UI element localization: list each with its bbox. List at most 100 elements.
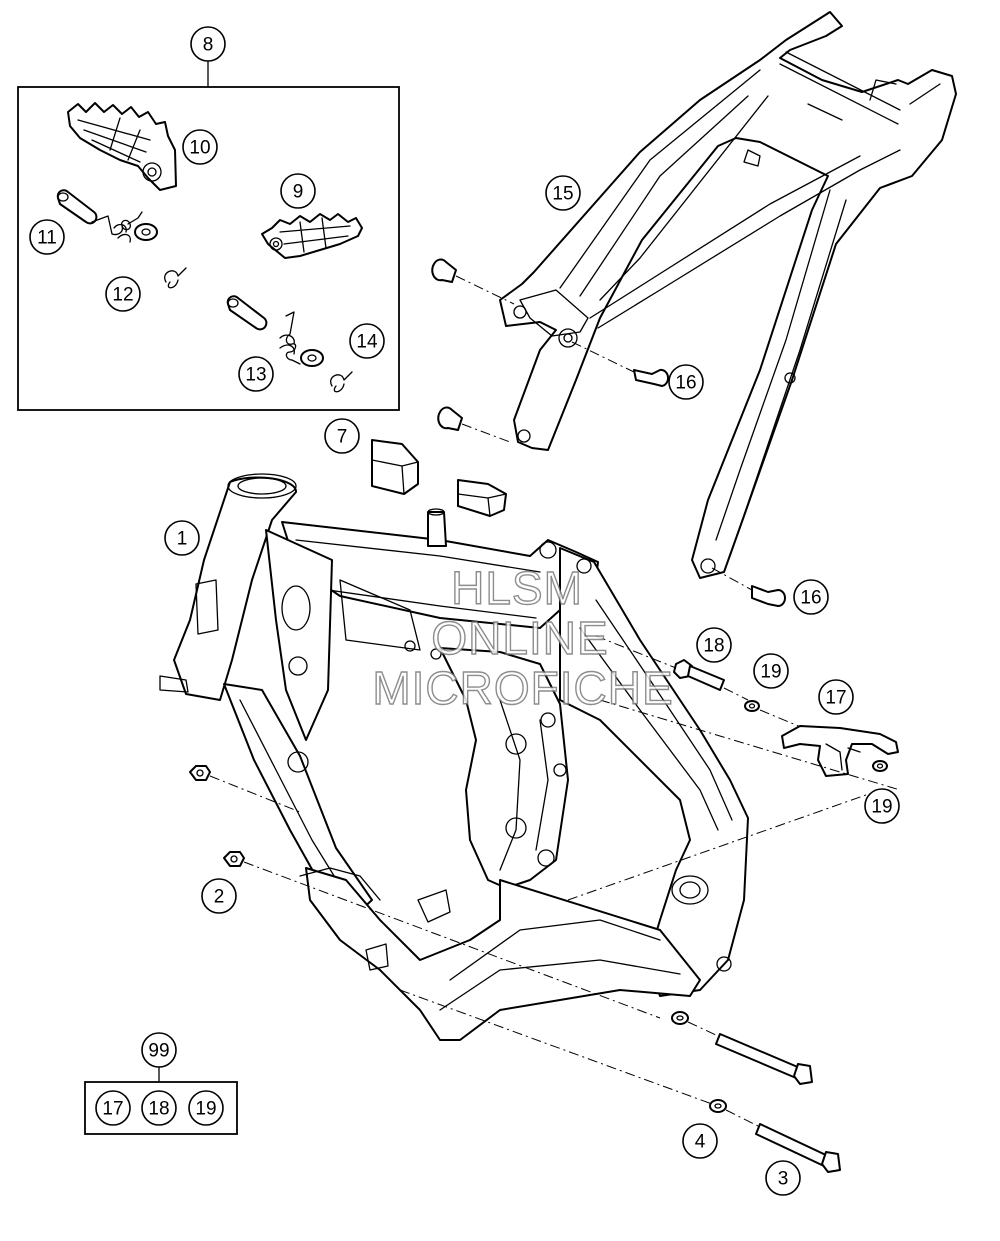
leader-17: [567, 789, 881, 901]
bolt-16-upper: [571, 341, 670, 387]
subframe-bolt-upper: [431, 258, 515, 305]
callout-circle: [818, 679, 854, 715]
callout-label: 14: [356, 332, 378, 353]
watermark-line3: MICROFICHE: [372, 662, 673, 714]
footrest-left-drawing: [67, 102, 177, 191]
callout-label: 99: [148, 1041, 169, 1062]
callout-c9: 9: [280, 173, 316, 209]
callout-circle: [105, 276, 141, 312]
callout-circle: [668, 364, 704, 400]
callout-c2: 2: [201, 878, 237, 914]
subframe-bolt-lower: [437, 406, 511, 443]
callout-circle: [190, 26, 226, 62]
callout-label: 18: [148, 1099, 169, 1120]
footrest-spring-left: [91, 211, 143, 243]
callout-label: 1: [177, 529, 188, 550]
callout-label: 19: [760, 662, 781, 683]
kit-99-group: [84, 1065, 238, 1135]
subframe-drawing: [499, 11, 957, 579]
callout-circle: [182, 129, 218, 165]
clip-right: [330, 371, 353, 393]
callout-circle: [349, 323, 385, 359]
callout-circle: [188, 1090, 224, 1126]
callout-k19: 19: [188, 1090, 224, 1126]
callout-label: 9: [293, 182, 304, 203]
callout-c18: 18: [696, 627, 732, 663]
callout-c8: 8: [190, 26, 226, 62]
callout-circle: [864, 788, 900, 824]
nut-lower: [223, 851, 661, 1019]
frame-pad-left: [371, 439, 419, 495]
callout-label: 13: [245, 365, 266, 386]
footrest-pin-left: [56, 189, 98, 225]
callout-label: 3: [778, 1169, 789, 1190]
callout-circle: [682, 1123, 718, 1159]
kit-99-box: [84, 1081, 238, 1135]
watermark: HLSM ONLINE MICROFICHE: [372, 561, 674, 714]
callout-label: 8: [203, 35, 214, 56]
callout-c99: 99: [141, 1032, 177, 1068]
callout-c16a: 16: [668, 364, 704, 400]
callout-k17: 17: [95, 1090, 131, 1126]
washer-right: [300, 349, 324, 367]
callout-c16b: 16: [793, 579, 829, 615]
washer-4-upper: [671, 1011, 689, 1025]
bolt-18-drawing: [595, 635, 749, 701]
leader-19: [599, 699, 901, 791]
callout-c3: 3: [765, 1160, 801, 1196]
clip-left: [164, 267, 187, 289]
callout-circle: [765, 1160, 801, 1196]
callout-label: 15: [552, 184, 573, 205]
footrest-pin-right: [226, 295, 268, 331]
callout-circle: [793, 579, 829, 615]
callout-c7: 7: [324, 418, 360, 454]
callout-circle: [238, 356, 274, 392]
callout-label: 2: [214, 887, 225, 908]
callout-label: 12: [112, 285, 133, 306]
washer-19-lower: [872, 760, 888, 772]
main-frame-drawing: [159, 473, 749, 1041]
callout-circle: [141, 1090, 177, 1126]
callout-circle: [95, 1090, 131, 1126]
bolt-3-upper: [687, 1021, 813, 1085]
callout-c14: 14: [349, 323, 385, 359]
callout-circle: [164, 520, 200, 556]
callout-circle: [753, 653, 789, 689]
callout-label: 19: [871, 797, 892, 818]
callout-c19a: 19: [753, 653, 789, 689]
bracket-17-drawing: [781, 725, 899, 777]
washer-left: [134, 223, 158, 241]
bolt-3-lower: [725, 1109, 841, 1173]
callout-k18: 18: [141, 1090, 177, 1126]
watermark-line1: HLSM: [451, 562, 583, 614]
watermark-line2: ONLINE: [431, 612, 608, 664]
callout-label: 17: [825, 688, 846, 709]
callout-circle: [141, 1032, 177, 1068]
footrest-kit-group: [17, 57, 400, 411]
callout-circle: [29, 219, 65, 255]
callout-label: 7: [337, 427, 348, 448]
callout-c15: 15: [545, 175, 581, 211]
callout-c11: 11: [29, 219, 65, 255]
callout-label: 16: [800, 588, 821, 609]
callout-c4: 4: [682, 1123, 718, 1159]
callout-label: 19: [195, 1099, 216, 1120]
callout-c12: 12: [105, 276, 141, 312]
callout-circle: [324, 418, 360, 454]
frame-pad-right: [457, 479, 507, 517]
callout-c10: 10: [182, 129, 218, 165]
callout-circle: [545, 175, 581, 211]
washer-19-upper: [744, 700, 809, 731]
nut-upper: [189, 765, 301, 813]
footrest-spring-right: [279, 311, 301, 365]
footrest-right-drawing: [261, 213, 363, 259]
washer-4-lower: [399, 989, 727, 1113]
bolt-16-lower: [711, 567, 786, 607]
callout-circle: [201, 878, 237, 914]
callout-c13: 13: [238, 356, 274, 392]
callout-label: 16: [675, 373, 696, 394]
callout-circle: [280, 173, 316, 209]
callout-label: 18: [703, 636, 724, 657]
callout-label: 10: [189, 138, 210, 159]
